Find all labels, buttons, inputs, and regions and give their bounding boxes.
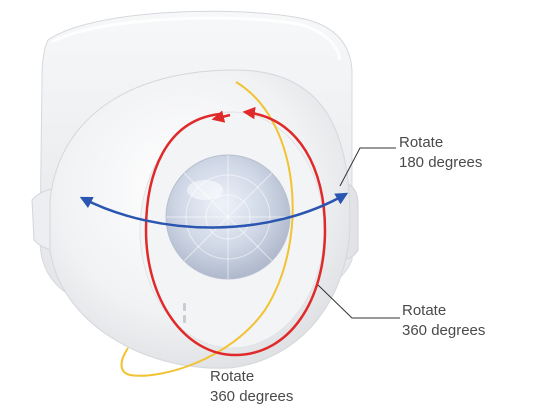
label-rotate-180-line2: 180 degrees xyxy=(399,153,482,173)
label-rotate-360-bottom-line2: 360 degrees xyxy=(210,387,293,407)
label-rotate-360-right-line2: 360 degrees xyxy=(402,321,485,341)
label-rotate-180: Rotate 180 degrees xyxy=(399,133,482,173)
label-rotate-180-line1: Rotate xyxy=(399,133,482,153)
label-rotate-360-bottom-line1: Rotate xyxy=(210,367,293,387)
label-rotate-360-bottom: Rotate 360 degrees xyxy=(210,367,293,407)
label-rotate-360-right: Rotate 360 degrees xyxy=(402,301,485,341)
label-rotate-360-right-line1: Rotate xyxy=(402,301,485,321)
pir-lens xyxy=(166,155,290,279)
